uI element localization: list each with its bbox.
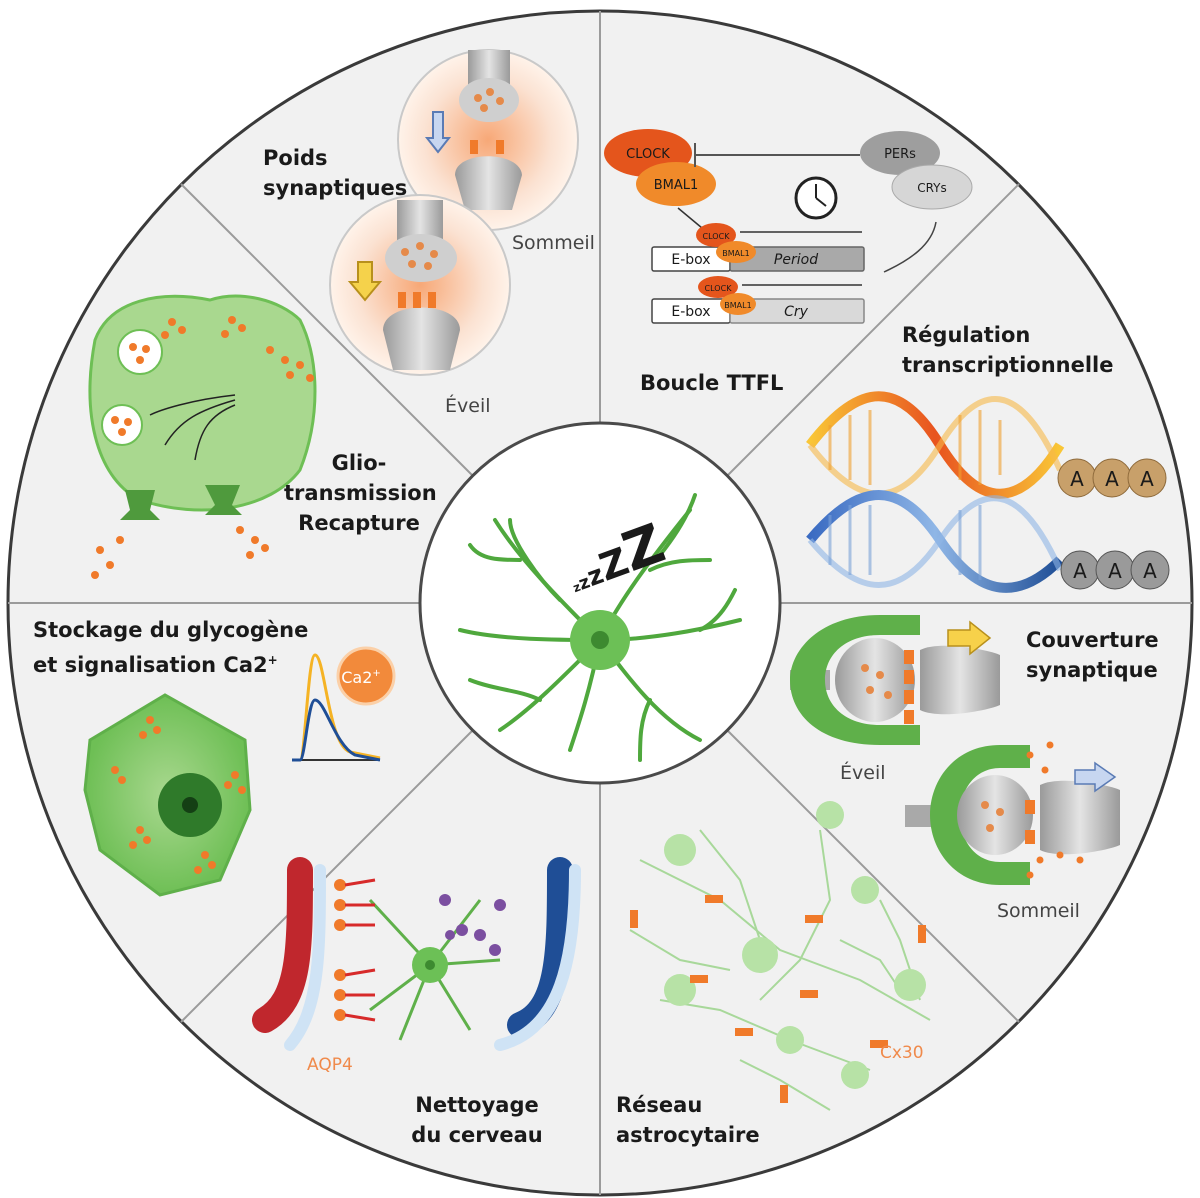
- ebox-label-2: E-box: [671, 304, 710, 320]
- polya-labels: A A A A A A: [1070, 467, 1157, 583]
- poids-wake-label: Éveil: [445, 395, 491, 417]
- cry-gene-label: Cry: [784, 304, 809, 320]
- synapse-wake-illustration: [329, 194, 511, 376]
- nettoyage-title: Nettoyage du cerveau: [411, 1093, 543, 1147]
- pers-protein: [860, 131, 940, 175]
- clock-small-label-2: CLOCK: [705, 284, 733, 293]
- ttfl-loop-illustration: [604, 129, 973, 324]
- polya-b-2: A: [1108, 559, 1122, 583]
- segment-dividers: [8, 11, 1192, 1195]
- glycogen-cell-illustration: [83, 693, 252, 897]
- regulation-title: Régulation transcriptionnelle: [902, 323, 1114, 377]
- ttfl-title: Boucle TTFL: [640, 371, 784, 395]
- stockage-title: Stockage du glycogène et signalisation C…: [33, 618, 309, 677]
- clock-label: CLOCK: [626, 147, 670, 162]
- synaptic-coverage-sleep: [905, 741, 1120, 885]
- ttfl-text: CLOCK BMAL1 PERs CRYs E-box Period E-box…: [626, 147, 947, 320]
- poids-sleep-label: Sommeil: [512, 232, 595, 254]
- sleep-zzz: zzzZZ: [558, 511, 673, 604]
- bmal1-protein: [636, 162, 716, 206]
- aqp4-label: AQP4: [307, 1055, 353, 1075]
- pers-label: PERs: [884, 147, 916, 162]
- crys-protein: [891, 164, 973, 210]
- ca-bubble-label: Ca2+: [341, 668, 381, 687]
- polya-a-3: A: [1140, 467, 1154, 491]
- poids-title: Poids synaptiques: [263, 146, 408, 200]
- couverture-title: Couverture synaptique: [1026, 628, 1159, 682]
- couverture-wake-label: Éveil: [840, 762, 886, 784]
- cx30-label: Cx30: [880, 1043, 924, 1063]
- center-nucleus: [591, 631, 609, 649]
- mrna-helix-blue: [806, 490, 1170, 593]
- glio-title: Glio- transmission Recapture: [284, 451, 437, 535]
- polya-a-2: A: [1105, 467, 1119, 491]
- astrocyte-network-cells: [664, 801, 926, 1089]
- bmal1-small-label-2: BMAL1: [724, 301, 751, 310]
- brain-cleaning-illustration: [252, 857, 581, 1051]
- couverture-sleep-label: Sommeil: [997, 900, 1080, 922]
- polya-a-1: A: [1070, 467, 1084, 491]
- polya-b-3: A: [1143, 559, 1157, 583]
- synapse-sleep-illustration: [397, 49, 579, 231]
- bmal1-small-label-1: BMAL1: [722, 249, 749, 258]
- calcium-signal-graph: [292, 646, 396, 762]
- polya-b-1: A: [1073, 559, 1087, 583]
- crys-label: CRYs: [917, 181, 947, 195]
- astrocyte-network: [629, 829, 931, 1111]
- synaptic-coverage-wake: [790, 615, 1000, 745]
- bmal1-label: BMAL1: [654, 178, 699, 193]
- ebox-label-1: E-box: [671, 252, 710, 268]
- gliotransmission-illustration: [88, 294, 317, 579]
- period-gene-label: Period: [774, 252, 818, 268]
- cx30-channels: [630, 895, 926, 1103]
- mrna-helix-orange: [806, 391, 1167, 499]
- clock-small-label-1: CLOCK: [703, 232, 731, 241]
- reseau-title: Réseau astrocytaire: [616, 1093, 760, 1147]
